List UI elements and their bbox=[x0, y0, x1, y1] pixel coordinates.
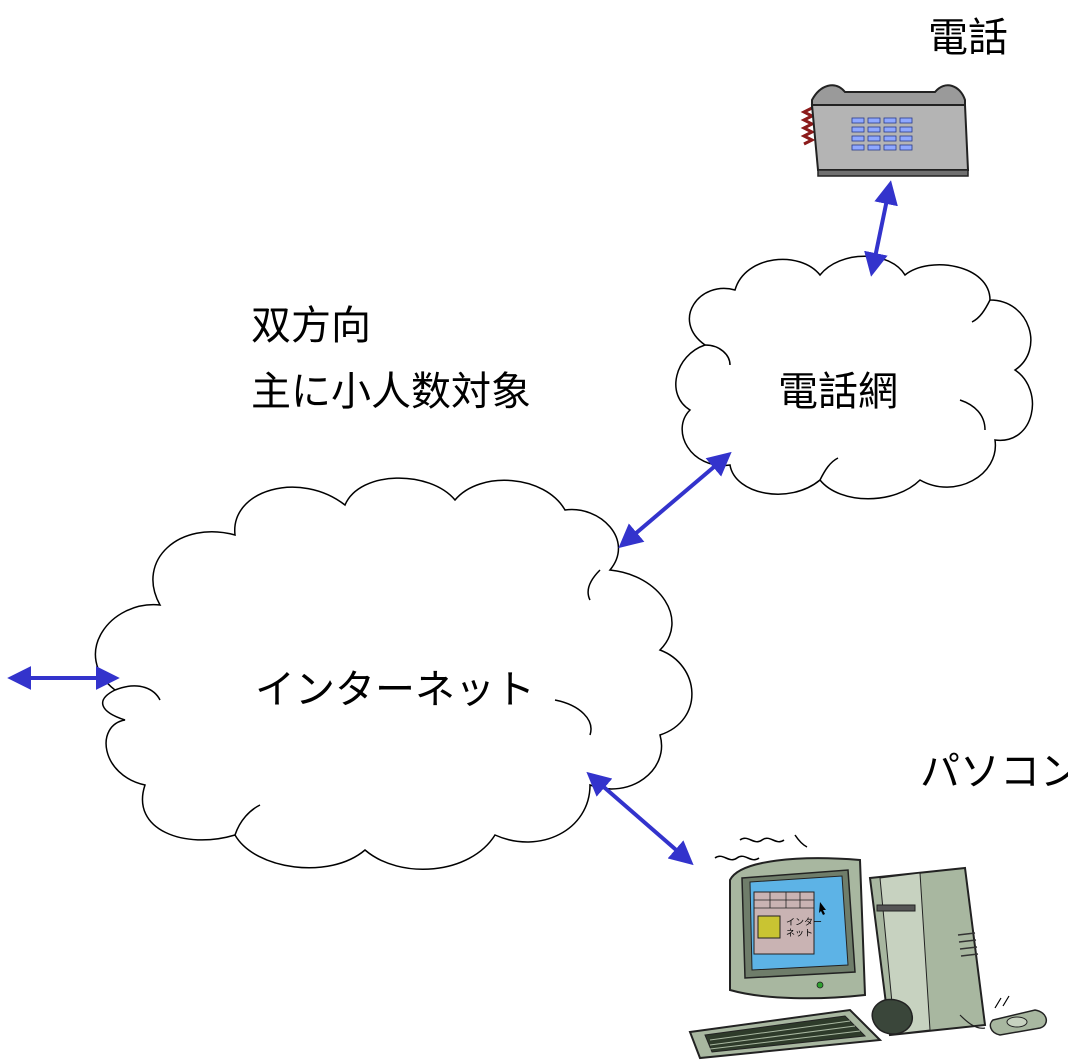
internet-cloud bbox=[94, 477, 693, 870]
description-line1: 双方向 bbox=[251, 303, 371, 349]
phone-network-label: 電話網 bbox=[778, 369, 898, 415]
phone-network-cloud-detail bbox=[704, 299, 991, 481]
telephone-icon bbox=[800, 84, 970, 177]
internet-label: インターネット bbox=[255, 667, 535, 713]
arrow-network-to-internet bbox=[618, 451, 732, 549]
screen-text-line2: ネット bbox=[786, 928, 813, 939]
desktop-computer-icon: インター ネット bbox=[688, 834, 1047, 1060]
arrow-phone-to-network bbox=[864, 180, 898, 277]
screen-text-line1: インター bbox=[786, 917, 822, 928]
description-line2: 主に小人数対象 bbox=[251, 369, 531, 415]
arrow-internet-to-pc bbox=[586, 771, 694, 866]
internet-cloud-detail bbox=[114, 569, 601, 836]
phone-label: 電話 bbox=[928, 15, 1008, 61]
pc-label: パソコン bbox=[920, 749, 1068, 795]
